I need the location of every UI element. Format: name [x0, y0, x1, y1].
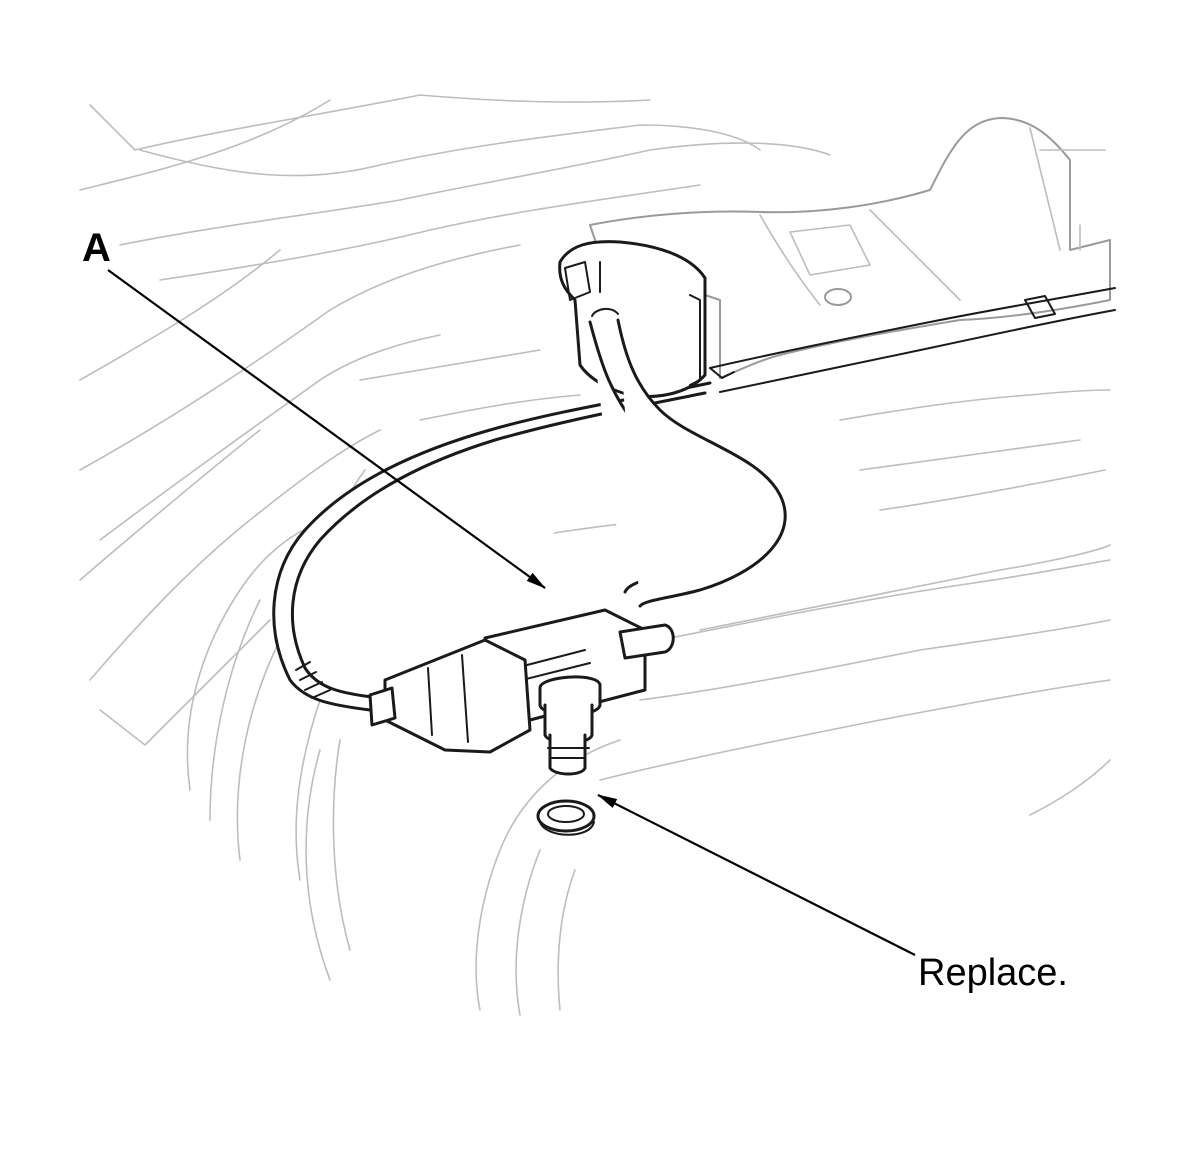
sensor-body [368, 608, 675, 776]
mounting-bracket [589, 117, 1116, 393]
vacuum-hose-s [588, 308, 787, 608]
o-ring [536, 799, 596, 836]
callout-label-a: A [82, 226, 111, 270]
leader-line-replace [597, 794, 916, 956]
vacuum-hose-main [272, 381, 712, 712]
leader-line-a [107, 269, 546, 589]
callout-label-replace: Replace. [918, 952, 1068, 994]
